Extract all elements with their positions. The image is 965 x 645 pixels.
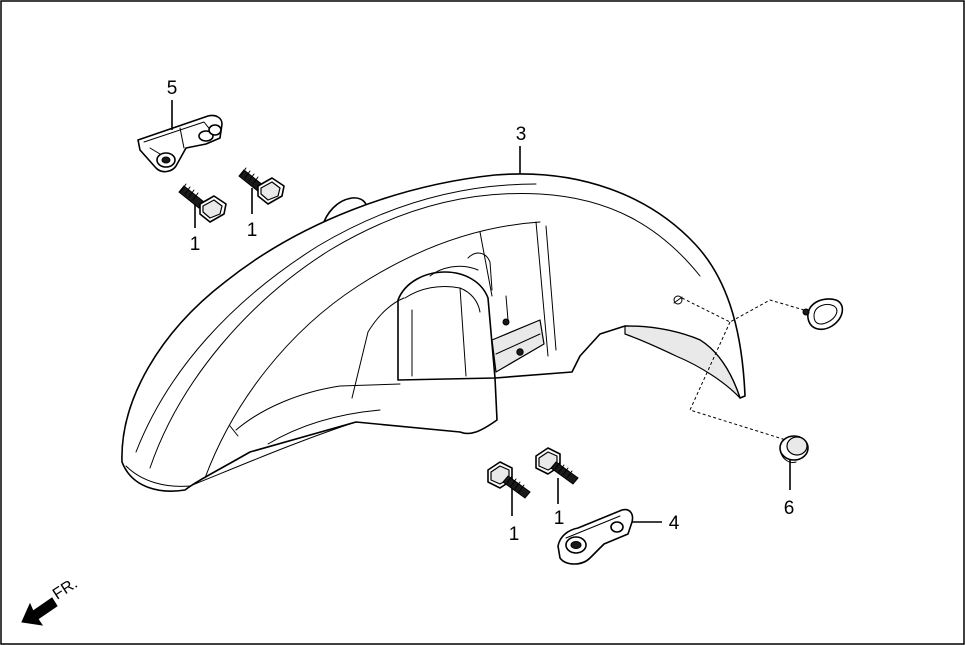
leader-lines — [171, 100, 791, 523]
lower-bracket-part — [557, 508, 634, 565]
clip-ring-part — [802, 298, 844, 331]
callout-1-d: 1 — [554, 508, 565, 529]
callout-3: 3 — [516, 124, 527, 145]
bolt-lower-right — [535, 447, 579, 485]
upper-bracket-part — [137, 114, 223, 173]
assembly-guide-lines — [681, 297, 805, 441]
bolt-upper-right — [238, 167, 285, 205]
front-arrow-icon — [21, 597, 58, 626]
callout-5: 5 — [167, 78, 178, 99]
bolt-upper-left — [178, 183, 227, 223]
grommet-plug-part — [779, 435, 809, 463]
callout-1-b: 1 — [247, 220, 258, 241]
callout-6: 6 — [784, 498, 795, 519]
callout-1-a: 1 — [190, 234, 201, 255]
front-direction-label: FR. — [50, 575, 81, 603]
callout-1-c: 1 — [509, 524, 520, 545]
front-direction-indicator: FR. — [21, 575, 81, 626]
bolt-lower-left — [487, 461, 531, 499]
front-fender-part — [121, 173, 746, 492]
callout-4: 4 — [669, 513, 680, 534]
